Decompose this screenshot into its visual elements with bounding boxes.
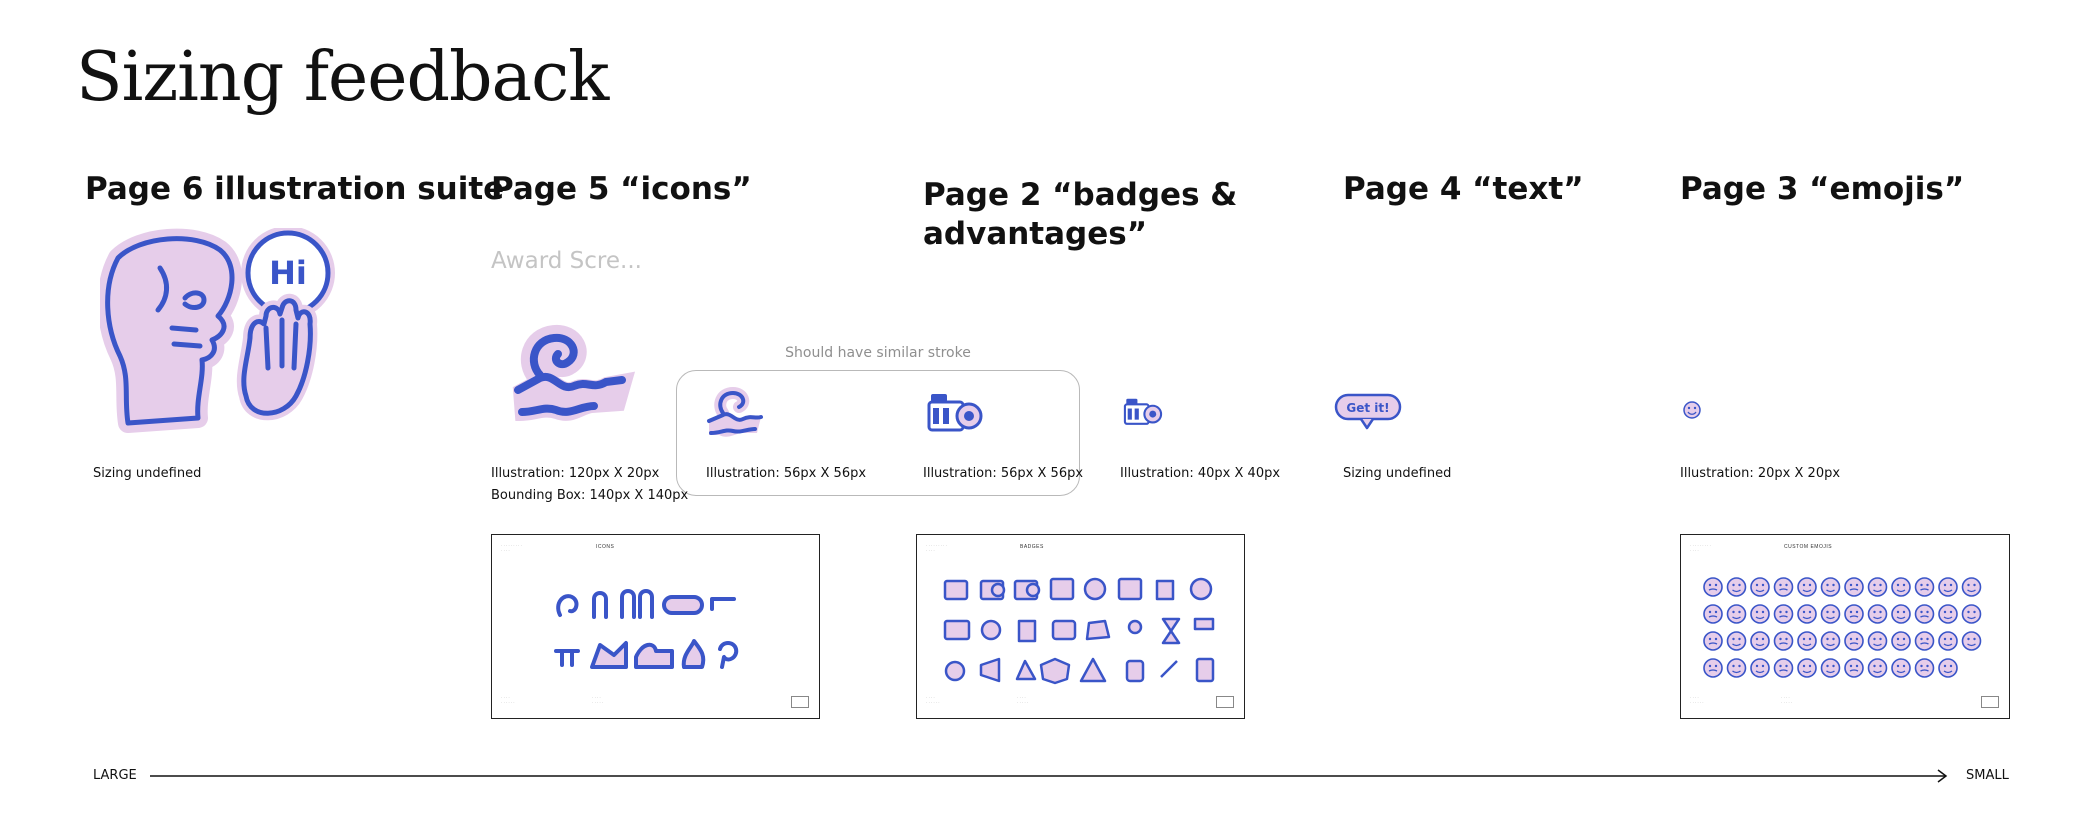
scale-end-label: SMALL bbox=[1966, 768, 2009, 783]
caption-text: Sizing undefined bbox=[1343, 466, 1452, 481]
emoji-face-icon bbox=[1891, 577, 1911, 597]
emoji-face-icon bbox=[1891, 658, 1911, 678]
emoji-face-icon bbox=[1891, 631, 1911, 651]
sheet-logo bbox=[1216, 696, 1234, 708]
emoji-face-icon bbox=[1773, 577, 1794, 597]
sheet-fine-print: · · · · · · · · ·· · · · bbox=[501, 543, 522, 553]
emoji-face-icon bbox=[1938, 604, 1958, 624]
emoji-face-icon bbox=[1820, 658, 1841, 678]
sheet-fine-print: · · · · · · · · ·· · · · bbox=[1690, 543, 1711, 553]
sheet-fine-print: · · · ·· · · · · · bbox=[501, 695, 515, 705]
badges-sheet-thumbnail[interactable]: BADGES · · · · · · · · ·· · · · · · · ··… bbox=[916, 534, 1245, 719]
emoji-face-icon bbox=[1726, 631, 1747, 651]
emoji-face-icon bbox=[1938, 577, 1958, 597]
page-title: Sizing feedback bbox=[76, 38, 609, 117]
hi-bubble-text: Hi bbox=[269, 254, 307, 292]
emoji-face-icon bbox=[1726, 604, 1747, 624]
emoji-face-icon bbox=[1750, 577, 1770, 597]
emoji-face-icon bbox=[1867, 631, 1888, 651]
heading-emojis: Page 3 “emojis” bbox=[1680, 171, 1965, 207]
emoji-face-icon bbox=[1750, 631, 1770, 651]
heading-icons: Page 5 “icons” bbox=[491, 171, 752, 207]
emoji-face-icon bbox=[1914, 631, 1935, 651]
sheet-logo bbox=[791, 696, 809, 708]
emoji-face-icon bbox=[1773, 604, 1794, 624]
emoji-face-icon bbox=[1844, 631, 1864, 651]
caption-badge-small: Illustration: 40px X 40px bbox=[1120, 466, 1281, 481]
emoji-face-icon bbox=[1773, 631, 1794, 651]
sheet-title: ICONS bbox=[596, 544, 615, 550]
badge-text: Get it! bbox=[1346, 401, 1389, 415]
emoji-face-icon bbox=[1961, 604, 1982, 624]
sheet-fine-print: · · · ·· · · · · · bbox=[926, 695, 940, 705]
emoji-grid bbox=[1703, 577, 1982, 678]
emoji-face-icon bbox=[1726, 658, 1747, 678]
caption-emojis: Illustration: 20px X 20px bbox=[1680, 466, 1841, 481]
emoji-face-icon bbox=[1914, 604, 1935, 624]
smiley-emoji-icon bbox=[1683, 401, 1701, 419]
sheet-fine-print: · · · ·· · · · · bbox=[1017, 695, 1029, 705]
emoji-face-icon bbox=[1773, 658, 1794, 678]
caption-icons-bounding-box: Bounding Box: 140px X 140px bbox=[491, 488, 689, 503]
emoji-face-icon bbox=[1726, 577, 1747, 597]
icons-grid bbox=[554, 589, 739, 669]
sheet-fine-print: · · · · · · · · ·· · · · bbox=[926, 543, 947, 553]
caption-illustration-suite: Sizing undefined bbox=[93, 466, 202, 481]
emoji-face-icon bbox=[1867, 577, 1888, 597]
emoji-face-icon bbox=[1820, 604, 1841, 624]
sheet-title: BADGES bbox=[1020, 544, 1044, 550]
emoji-face-icon bbox=[1844, 577, 1864, 597]
sheet-fine-print: · · · ·· · · · · · bbox=[1690, 695, 1704, 705]
heading-badges: Page 2 “badges & advantages” bbox=[923, 177, 1238, 252]
emoji-face-icon bbox=[1914, 658, 1935, 678]
emoji-face-icon bbox=[1867, 658, 1888, 678]
emoji-face-icon bbox=[1844, 604, 1864, 624]
emoji-face-icon bbox=[1961, 631, 1982, 651]
emoji-face-icon bbox=[1750, 604, 1770, 624]
emojis-sheet-thumbnail[interactable]: CUSTOM EMOJIS · · · · · · · · ·· · · · ·… bbox=[1680, 534, 2010, 719]
sheet-title: CUSTOM EMOJIS bbox=[1784, 544, 1833, 550]
emoji-face-icon bbox=[1797, 631, 1817, 651]
faded-label: Award Scre... bbox=[491, 248, 642, 274]
badges-grid bbox=[943, 577, 1215, 685]
stroke-comparison-frame bbox=[676, 370, 1080, 496]
sheet-fine-print: · · · ·· · · · · bbox=[592, 695, 604, 705]
scale-arrow bbox=[150, 769, 1948, 783]
emoji-face-icon bbox=[1820, 577, 1841, 597]
caption-badge-camera: Illustration: 56px X 56px bbox=[923, 466, 1084, 481]
icons-sheet-thumbnail[interactable]: ICONS · · · · · · · · ·· · · · · · · ·· … bbox=[491, 534, 820, 719]
emoji-face-icon bbox=[1867, 604, 1888, 624]
small-wave-icon bbox=[707, 386, 763, 437]
small-camera-icon bbox=[1123, 398, 1163, 425]
emoji-face-icon bbox=[1703, 658, 1723, 678]
caption-badge-wave: Illustration: 56px X 56px bbox=[706, 466, 867, 481]
face-illustration: Hi bbox=[100, 228, 335, 433]
emoji-face-icon bbox=[1961, 577, 1982, 597]
wave-swirl-icon bbox=[512, 324, 635, 422]
heading-text: Page 4 “text” bbox=[1343, 171, 1584, 207]
sheet-logo bbox=[1981, 696, 1999, 708]
emoji-face-icon bbox=[1797, 577, 1817, 597]
emoji-face-icon bbox=[1820, 631, 1841, 651]
emoji-face-icon bbox=[1750, 658, 1770, 678]
caption-icons-size: Illustration: 120px X 20px bbox=[491, 466, 660, 481]
emoji-face-icon bbox=[1797, 658, 1817, 678]
emoji-face-icon bbox=[1844, 658, 1864, 678]
emoji-face-icon bbox=[1703, 604, 1723, 624]
camera-icon bbox=[927, 394, 983, 432]
emoji-face-icon bbox=[1703, 631, 1723, 651]
speech-badge-icon: Get it! bbox=[1334, 393, 1402, 430]
emoji-face-icon bbox=[1797, 604, 1817, 624]
emoji-face-icon bbox=[1703, 577, 1723, 597]
scale-start-label: LARGE bbox=[93, 768, 137, 783]
emoji-face-icon bbox=[1891, 604, 1911, 624]
heading-illustration-suite: Page 6 illustration suite bbox=[85, 171, 505, 207]
emoji-face-icon bbox=[1914, 577, 1935, 597]
stroke-note: Should have similar stroke bbox=[785, 345, 971, 361]
sheet-fine-print: · · · ·· · · · · bbox=[1781, 695, 1793, 705]
emoji-face-icon bbox=[1938, 658, 1958, 678]
emoji-face-icon bbox=[1938, 631, 1958, 651]
